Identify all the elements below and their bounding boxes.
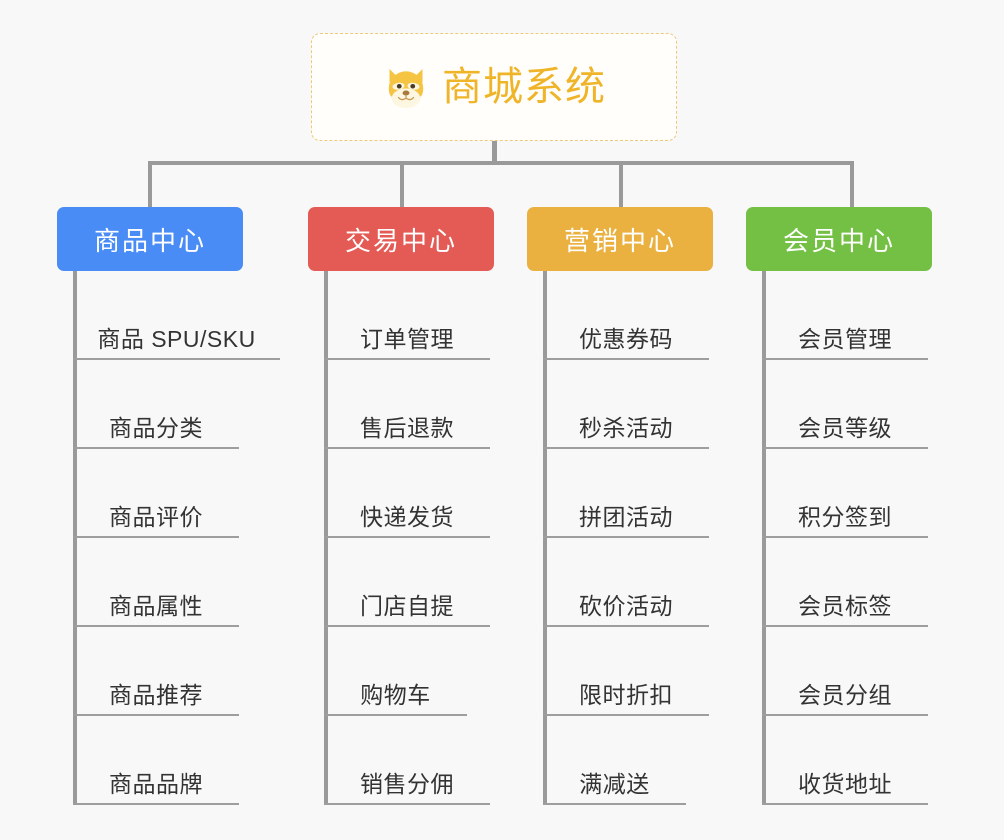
leaf-item-label: 拼团活动 [579,503,673,530]
leaf-item[interactable]: 拼团活动 [543,449,709,538]
category-header-label: 商品中心 [93,225,206,256]
leaf-item-label: 商品 SPU/SKU [97,325,256,352]
leaf-item-label: 收货地址 [798,770,892,797]
leaf-item[interactable]: 会员等级 [762,360,928,449]
column-spine-line [73,271,77,805]
leaf-item-label: 会员等级 [798,414,892,441]
root-branch-bar [148,161,854,165]
leaf-item[interactable]: 满减送 [543,716,686,805]
category-header-product-center[interactable]: 商品中心 [57,207,243,271]
leaf-item-label: 快递发货 [360,503,454,530]
leaf-item-label: 售后退款 [360,414,454,441]
leaf-item[interactable]: 会员管理 [762,271,928,360]
leaf-item[interactable]: 售后退款 [324,360,490,449]
column-spine-line [324,271,328,805]
branch-drop-line-1 [148,161,152,207]
branch-drop-line-4 [850,161,854,207]
leaf-item-label: 商品属性 [109,592,203,619]
leaf-item-label: 商品推荐 [109,681,203,708]
leaf-item-label: 门店自提 [360,592,454,619]
leaf-item[interactable]: 会员分组 [762,627,928,716]
branch-drop-line-3 [619,161,623,207]
category-header-label: 交易中心 [344,225,457,256]
leaf-item[interactable]: 秒杀活动 [543,360,709,449]
leaf-item-label: 订单管理 [360,325,454,352]
leaf-item[interactable]: 订单管理 [324,271,490,360]
leaf-item-label: 会员分组 [798,681,892,708]
leaf-item-label: 秒杀活动 [579,414,673,441]
leaf-item[interactable]: 商品 SPU/SKU [73,271,280,360]
leaf-item-label: 优惠券码 [579,325,673,352]
leaf-item[interactable]: 销售分佣 [324,716,490,805]
category-header-marketing-center[interactable]: 营销中心 [527,207,713,271]
leaf-item[interactable]: 门店自提 [324,538,490,627]
leaf-item-label: 积分签到 [798,503,892,530]
leaf-item[interactable]: 快递发货 [324,449,490,538]
root-node[interactable]: 商城系统 [311,33,677,141]
root-stem-line [492,141,497,164]
leaf-item-label: 限时折扣 [579,681,673,708]
leaf-item-label: 砍价活动 [579,592,673,619]
leaf-item[interactable]: 积分签到 [762,449,928,538]
leaf-item[interactable]: 购物车 [324,627,467,716]
category-header-label: 会员中心 [782,225,895,256]
leaf-item[interactable]: 限时折扣 [543,627,709,716]
leaf-item-label: 满减送 [579,770,650,797]
branch-drop-line-2 [400,161,404,207]
leaf-item[interactable]: 收货地址 [762,716,928,805]
leaf-item[interactable]: 商品评价 [73,449,239,538]
category-header-member-center[interactable]: 会员中心 [746,207,932,271]
leaf-item-label: 会员管理 [798,325,892,352]
leaf-item-label: 商品评价 [109,503,203,530]
leaf-item-label: 商品品牌 [109,770,203,797]
leaf-item-label: 商品分类 [109,414,203,441]
leaf-item[interactable]: 砍价活动 [543,538,709,627]
category-header-label: 营销中心 [563,225,676,256]
leaf-item[interactable]: 商品分类 [73,360,239,449]
leaf-item-label: 购物车 [360,681,431,708]
leaf-item[interactable]: 会员标签 [762,538,928,627]
column-spine-line [762,271,766,805]
root-title: 商城系统 [442,65,606,109]
leaf-item-label: 会员标签 [798,592,892,619]
column-spine-line [543,271,547,805]
category-header-trade-center[interactable]: 交易中心 [308,207,494,271]
leaf-item[interactable]: 商品属性 [73,538,239,627]
leaf-item[interactable]: 商品品牌 [73,716,239,805]
leaf-item[interactable]: 优惠券码 [543,271,709,360]
leaf-item[interactable]: 商品推荐 [73,627,239,716]
leaf-item-label: 销售分佣 [360,770,454,797]
shiba-dog-icon [388,69,424,108]
